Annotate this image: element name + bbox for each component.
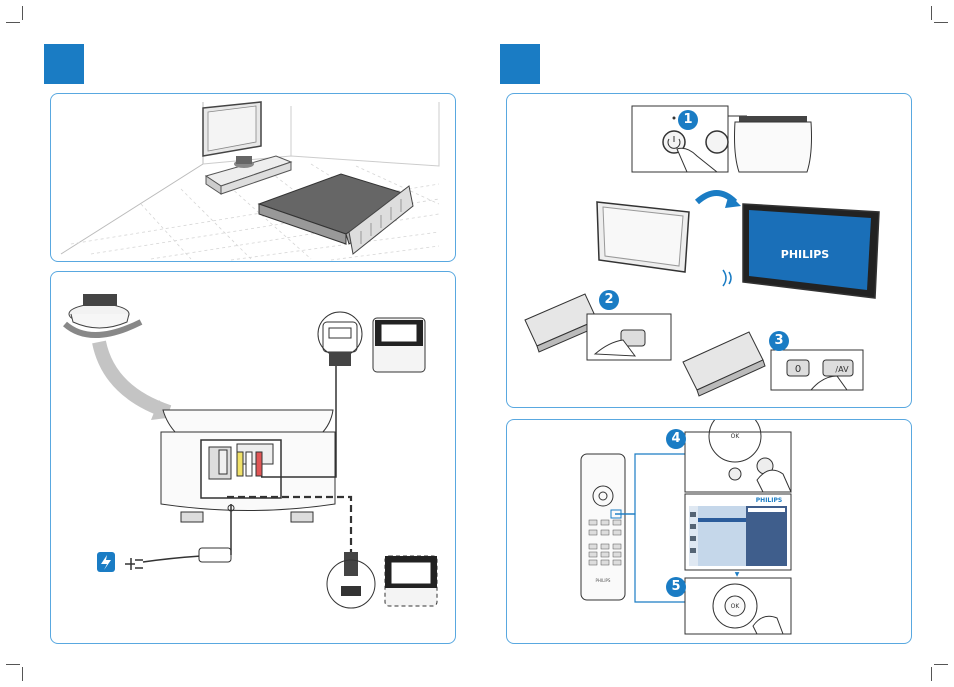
key-zero: 0 [795,364,801,375]
tv-icon-scart [373,318,425,372]
crop-mark-tl-h [6,22,20,23]
step-badge-1: 1 [678,110,698,130]
key-av: /AV [835,365,849,374]
crop-mark-bl-h [6,664,20,665]
device-small [69,294,129,328]
svg-text:▼: ▼ [735,571,740,578]
section-marker-right [500,44,540,84]
step-badge-5: 5 [666,577,686,597]
remote-logo: PHILIPS [596,578,611,583]
menu-setup-illustration: PHILIPS OK ▼ PHILIPS ▼ OK [507,420,911,643]
room-placement-panel [50,93,456,262]
menu-setup-panel: PHILIPS OK ▼ PHILIPS ▼ OK [506,419,912,644]
key-ok-bottom: OK [731,603,741,610]
key-ok-top: OK [731,433,741,440]
crop-mark-tr-v [931,6,932,20]
crop-mark-bl-v [22,667,23,681]
step-badge-3: 3 [769,331,789,351]
connection-illustration [51,272,455,643]
switch-on-illustration: PHILIPS 0 /AV [507,94,911,407]
switch-on-panel: PHILIPS 0 /AV 1 2 3 [506,93,912,408]
crop-mark-br-h [934,664,948,665]
menu-header-logo: PHILIPS [756,497,782,504]
crop-mark-tr-h [934,22,948,23]
crop-mark-br-v [931,667,932,681]
step-badge-4: 4 [666,429,686,449]
tv-icon-hdmi [385,556,437,606]
room-illustration [51,94,455,261]
section-marker-left [44,44,84,84]
step-badge-2: 2 [599,290,619,310]
remote-step3 [683,332,765,396]
tv-brand-logo: PHILIPS [781,248,830,261]
connection-panel [50,271,456,644]
hdmi-connector-icon [327,552,375,608]
scart-connector-icon [318,312,362,366]
remote-control: PHILIPS [581,454,625,600]
crop-mark-tl-v [22,6,23,20]
device-rear-view [161,410,335,522]
